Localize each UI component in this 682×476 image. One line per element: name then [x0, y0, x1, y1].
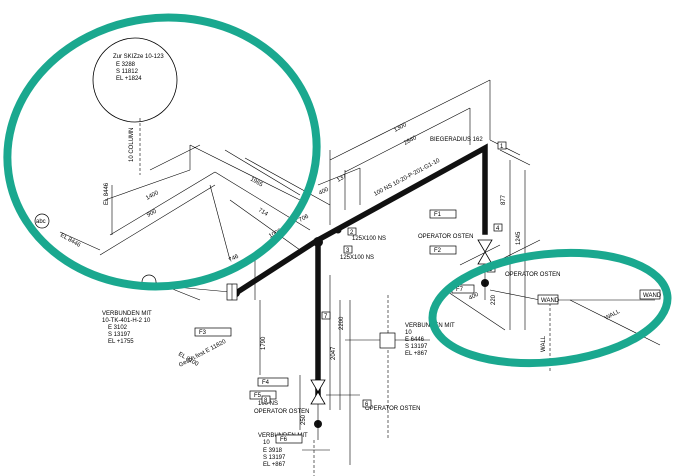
vdim-1245: 1245: [516, 231, 522, 245]
reducer-label-2: 125X100 NS: [340, 255, 374, 261]
conn1-line4: S 13197: [108, 332, 131, 338]
vdim-400: 400: [468, 291, 480, 301]
tag-box-3: F3: [199, 330, 207, 336]
conn2-line4: S 13197: [263, 455, 286, 461]
vdim-2047: 2047: [331, 346, 337, 360]
dim-1300: 1300: [393, 122, 408, 134]
conn2-line2: 10: [263, 440, 270, 446]
conn1-line3: E 3102: [108, 325, 128, 331]
dim-400: 400: [318, 186, 330, 196]
dim-900: 900: [146, 208, 158, 218]
tag-box-2: F2: [434, 248, 442, 254]
highlight-ellipse-right: [428, 248, 672, 368]
wall-label-2: WALL: [604, 309, 622, 322]
small-box-6: 6: [365, 402, 369, 408]
dim-2840: 2840: [403, 135, 418, 147]
conn2-line3: E 3918: [263, 448, 283, 454]
tag-boxes: F1 F2 F3 F4 F5 F6 F7: [194, 209, 475, 444]
callout-bubble: Zur SKIZze 10-123 E 3288 S 11812 EL +182…: [92, 37, 178, 123]
reducer-label-1: 125X100 NS: [352, 236, 386, 242]
connection-note-left: VERBUNDEN MIT 10-TK-401-H-2 10 E 3102 S …: [102, 311, 152, 345]
wand-label-2: WAND: [643, 293, 662, 299]
conn1-line1: VERBUNDEN MIT: [102, 311, 152, 317]
operator-osten-mid: OPERATOR OSTEN: [254, 409, 309, 415]
conn1-line2: 10-TK-401-H-2 10: [102, 318, 151, 324]
conn3-line3: E 6446: [405, 337, 425, 343]
vdim-220: 220: [491, 294, 497, 305]
reference-circle-label: abc: [36, 219, 46, 225]
valve-lower: [310, 379, 326, 440]
operator-osten-label: OPERATOR OSTEN: [418, 234, 473, 240]
flange-left: [226, 283, 238, 301]
vdim-2200: 2200: [339, 316, 345, 330]
operator-osten-low: OPERATOR OSTEN: [365, 406, 420, 412]
small-box-4: 4: [496, 226, 500, 232]
dimension-lines-bottom: [259, 275, 430, 476]
wand-box-2: [639, 289, 661, 300]
bubble-line-1: Zur SKIZze 10-123: [113, 54, 164, 60]
bubble-line-4: EL +1824: [116, 76, 142, 82]
small-box-8: 8: [264, 398, 268, 404]
small-box-2: 2: [350, 230, 354, 236]
tag-box-5: F5: [254, 393, 262, 399]
vdim-1790: 1790: [261, 336, 267, 350]
dimension-lines-left: [59, 118, 331, 301]
conn1-line5: EL +1755: [108, 339, 134, 345]
dim-1965: 1965: [249, 177, 264, 189]
wand-label-1: WAND: [541, 298, 560, 304]
wand-box-1: [537, 294, 559, 305]
dimension-lines-top: [317, 79, 661, 372]
vdim-250: 250: [301, 414, 307, 425]
dim-714: 714: [257, 208, 269, 219]
conn3-line5: EL +867: [405, 351, 428, 357]
dim-1400: 1400: [145, 190, 160, 202]
tag-box-4: F4: [262, 380, 270, 386]
small-box-7: 7: [324, 314, 328, 320]
instrument-box: [379, 332, 396, 349]
pipe-run: [232, 143, 488, 398]
conn2-line5: EL +867: [263, 462, 286, 468]
biegeradius-label: BIEGERADIUS 162: [430, 137, 483, 143]
tag-box-7: F7: [456, 287, 464, 293]
dim-706: 706: [298, 213, 310, 223]
column-label: 10 COLUMN: [129, 128, 135, 162]
small-box-3: 3: [346, 248, 350, 254]
highlight-ellipse-upper-left: [3, 13, 321, 291]
conn3-line4: S 13197: [405, 344, 428, 350]
el-label-left: EL 8446: [59, 233, 82, 250]
tag-box-1: F1: [434, 212, 442, 218]
ns100-label: 100 NS: [258, 401, 278, 407]
el-label-left-2: EL 8446: [104, 182, 110, 205]
conn3-line2: 10: [405, 330, 412, 336]
bubble-line-2: E 3288: [116, 62, 136, 68]
dim-137: 137: [336, 173, 348, 183]
bubble-line-3: S 11812: [116, 69, 139, 75]
vdim-877: 877: [501, 194, 507, 205]
small-box-1: 1: [500, 144, 504, 150]
operator-osten-right: OPERATOR OSTEN: [505, 272, 560, 278]
dim-746: 746: [228, 253, 240, 263]
tag-box-6: F6: [280, 437, 288, 443]
wall-label-1: WALL: [541, 335, 547, 352]
